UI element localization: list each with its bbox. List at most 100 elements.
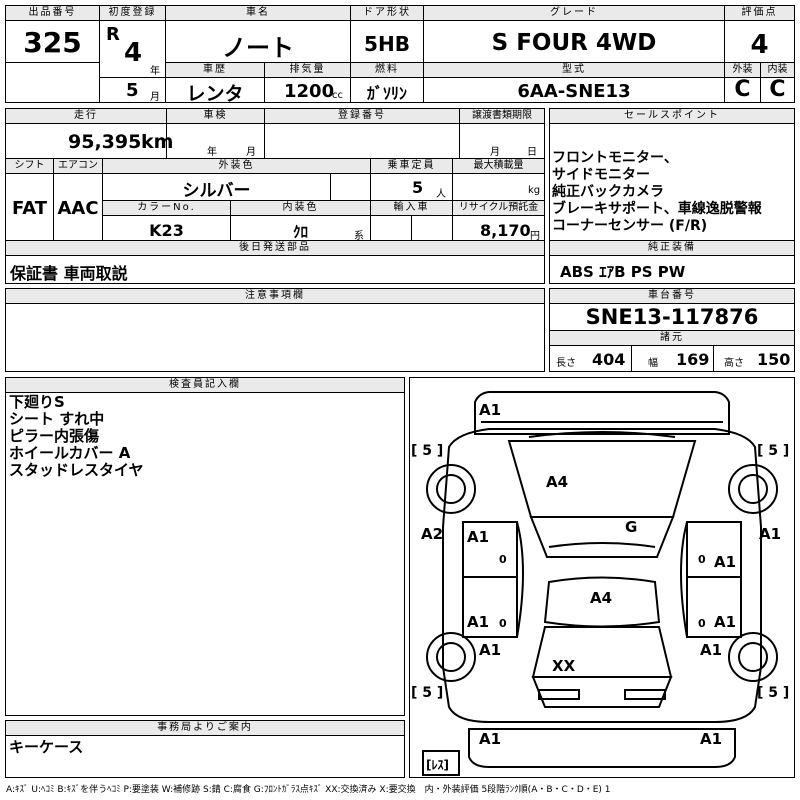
- rear-bumper-outline: [468, 728, 736, 768]
- mark-right-front: A1: [759, 525, 781, 543]
- hood-outline: [507, 440, 697, 518]
- shift: FAT: [11, 198, 48, 219]
- tire-rl: [ 5 ]: [411, 685, 443, 701]
- mark-windshield: G: [625, 518, 637, 536]
- recycle-label: リサイクル預託金: [453, 201, 544, 216]
- mileage: 95,395: [68, 131, 142, 153]
- reg-month: 5: [126, 80, 139, 101]
- reg-no-label: 登録番号: [265, 109, 459, 124]
- equipment: ABS ｴｱB PS PW: [560, 263, 686, 281]
- mark-rear-right: A1: [700, 730, 722, 748]
- wheel-fr-inner: [738, 474, 768, 504]
- displacement-label: 排気量: [265, 63, 350, 78]
- office-label: 事務局よりご案内: [6, 721, 404, 736]
- car-name-label: 車名: [166, 6, 350, 21]
- capacity-label: 乗車定員: [371, 159, 452, 174]
- tire-rr: [ 5 ]: [757, 685, 789, 701]
- inspector-line: 下廻りS: [9, 393, 65, 411]
- wheel-rr: [728, 632, 778, 682]
- lot-label: 出品番号: [6, 6, 99, 21]
- mark-rear-left: A1: [479, 730, 501, 748]
- mark-hood: A4: [546, 473, 568, 491]
- mileage-unit: km: [141, 131, 174, 153]
- notes-label: 注意事項欄: [6, 289, 544, 304]
- capacity: 5: [412, 178, 424, 197]
- chassis-label: 車台番号: [550, 289, 794, 304]
- windshield-outline: [529, 516, 675, 558]
- color-no: K23: [149, 221, 184, 240]
- insp-month-unit: 月: [246, 147, 256, 158]
- wheel-rr-inner: [738, 642, 768, 672]
- hood-inner: [528, 431, 676, 438]
- length: 404: [592, 350, 626, 369]
- fuel-label: 燃料: [351, 63, 423, 78]
- left-pillar: [516, 521, 524, 638]
- mark-left-front: A2: [421, 525, 443, 543]
- equipment-label: 純正装備: [550, 241, 794, 256]
- era: R: [106, 24, 120, 45]
- width-label: 幅: [648, 358, 658, 369]
- interior-label: 内装: [761, 63, 794, 78]
- trunk-outline: [531, 676, 673, 708]
- rear-lamp-right: [624, 689, 666, 700]
- chassis-number: SNE13-117876: [585, 305, 759, 329]
- inspector-label: 検査員記入欄: [6, 378, 404, 393]
- inspector-panel: [5, 377, 405, 716]
- transfer-month-unit: 月: [490, 147, 500, 158]
- mark-left-front-door: A1: [467, 528, 489, 546]
- recycle-unit: 円: [530, 231, 540, 242]
- first-reg-label: 初度登録: [100, 6, 165, 21]
- later-parts-label: 後日発送部品: [6, 241, 544, 256]
- color-no-label: カラーNo.: [103, 201, 230, 216]
- wheel-rl-inner: [436, 642, 466, 672]
- car-name: ノート: [222, 34, 294, 62]
- year-unit: 年: [150, 66, 160, 77]
- grade-label: グレード: [424, 6, 724, 21]
- ext-color-label: 外装色: [103, 159, 370, 174]
- mark-right-rear: A1: [700, 641, 722, 659]
- spare-outline: [422, 750, 460, 776]
- door-type: 5HB: [364, 32, 410, 56]
- inspection-label: 車検: [167, 109, 264, 124]
- exterior-label: 外装: [725, 63, 760, 78]
- spare-tire: [ﾚｽ]: [426, 758, 449, 772]
- shift-label: シフト: [6, 159, 53, 174]
- front-bumper-outline: [474, 391, 730, 435]
- transfer-day-unit: 日: [527, 147, 537, 158]
- roof-outline: [543, 576, 661, 628]
- exterior-grade: C: [734, 77, 751, 102]
- sales-point-item: コーナーセンサー (F/R): [552, 218, 708, 234]
- sales-point-item: サイドモニター: [552, 167, 650, 183]
- mark-left-rear: A1: [479, 641, 501, 659]
- score-label: 評価点: [725, 6, 794, 21]
- length-label: 長さ: [556, 358, 576, 369]
- mileage-label: 走行: [6, 109, 166, 124]
- recycle: 8,170: [480, 221, 531, 240]
- int-color: ｸﾛ: [292, 223, 308, 241]
- model: 6AA-SNE13: [517, 81, 631, 102]
- mark-right-front-door: A1: [714, 553, 736, 571]
- sales-point-label: セールスポイント: [550, 109, 794, 124]
- height: 150: [757, 350, 791, 369]
- history: レンタ: [186, 83, 244, 105]
- tire-fr: [ 5 ]: [757, 443, 789, 459]
- fuel: ｶﾞｿﾘﾝ: [366, 84, 407, 103]
- int-color-label: 内装色: [231, 201, 370, 216]
- month-unit: 月: [150, 92, 160, 103]
- car-diagram: A1 A4 A2 A1 A1 G A1 A4 A1 A1 A1 A1 XX A1…: [411, 391, 789, 776]
- zero-right-rear: 0: [698, 617, 706, 630]
- mark-right-rear-door: A1: [714, 613, 736, 631]
- dims-label: 諸元: [550, 331, 794, 346]
- sales-point-item: 純正バックカメラ: [552, 184, 664, 200]
- capacity-unit: 人: [436, 189, 446, 200]
- height-label: 高さ: [724, 358, 744, 369]
- history-label: 車歴: [166, 63, 264, 78]
- zero-left-rear: 0: [499, 617, 507, 630]
- insp-year-unit: 年: [207, 147, 217, 158]
- import-label: 輸入車: [371, 201, 452, 216]
- windshield-inner: [548, 542, 656, 548]
- score: 4: [750, 30, 769, 60]
- legend: A:ｷｽﾞ U:ﾍｺﾐ B:ｷｽﾞを伴うﾍｺﾐ P:要塗装 W:補修跡 S:錆 …: [6, 785, 611, 795]
- width: 169: [676, 350, 710, 369]
- sales-point-item: ブレーキサポート、車線逸脱警報: [552, 201, 762, 217]
